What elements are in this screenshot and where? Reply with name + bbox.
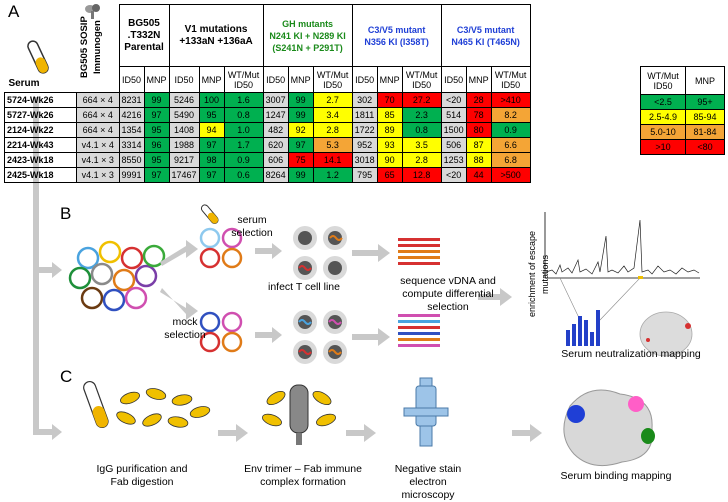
complex-step-caption: Env trimer – Fab immune complex formatio… [244, 463, 362, 488]
col-mnp: MNP [287, 66, 314, 93]
igg-tube-icon [83, 380, 109, 429]
col-id50: ID50 [440, 66, 467, 93]
sequence-bars-mock [398, 314, 440, 347]
col-id50: ID50 [262, 66, 289, 93]
serum-selection-label: serum selection [231, 214, 273, 239]
col-id50: ID50 [118, 66, 145, 93]
col-id50: ID50 [351, 66, 378, 93]
trimer-icon [85, 4, 100, 19]
panel-a-letter: A [8, 2, 20, 21]
binding-map-icon [563, 389, 655, 467]
col-mnp: MNP [143, 66, 170, 93]
serum-label: Serum [8, 78, 40, 89]
sequence-bars-serum [398, 238, 440, 265]
flow-arrows [33, 97, 52, 435]
col-mnp: MNP [198, 66, 225, 93]
mock-selection-label: mock selection [164, 316, 206, 341]
col-wtmut: WT/Mut ID50 [312, 66, 353, 93]
fab-fragments-icon [116, 388, 211, 428]
neutralization-mapping-caption: Serum neutralization mapping [561, 348, 701, 360]
col-wtmut: WT/Mut ID50 [401, 66, 442, 93]
infect-label: infect T cell line [268, 281, 340, 293]
col-id50: ID50 [168, 66, 200, 93]
col-mnp: MNP [376, 66, 403, 93]
igg-step-caption: IgG purification and Fab digestion [96, 463, 188, 488]
panel-b-letter: B [60, 204, 72, 223]
col-mnp: MNP [465, 66, 492, 93]
microscope-icon [403, 377, 449, 447]
trimer-complex-icon [262, 384, 336, 445]
col-wtmut: WT/Mut ID50 [223, 66, 264, 93]
panel-c-letter: C [60, 367, 73, 386]
binding-mapping-caption: Serum binding mapping [560, 470, 672, 482]
col-wtmut: WT/Mut ID50 [490, 66, 531, 93]
escape-plot [544, 212, 700, 357]
em-step-caption: Negative stain electron microscopy [394, 463, 462, 501]
sequence-label: sequence vDNA and compute differential s… [400, 275, 496, 313]
virus-library-icon [68, 240, 166, 312]
escape-ylabel: enrichment of escape mutations [527, 230, 550, 318]
serum-tube-icon [27, 40, 49, 74]
column-label-row: ID50 MNP ID50 MNP WT/Mut ID50 ID50 MNP W… [5, 66, 531, 93]
group-header-v1: V1 mutations+133aN +136aA [168, 4, 264, 67]
